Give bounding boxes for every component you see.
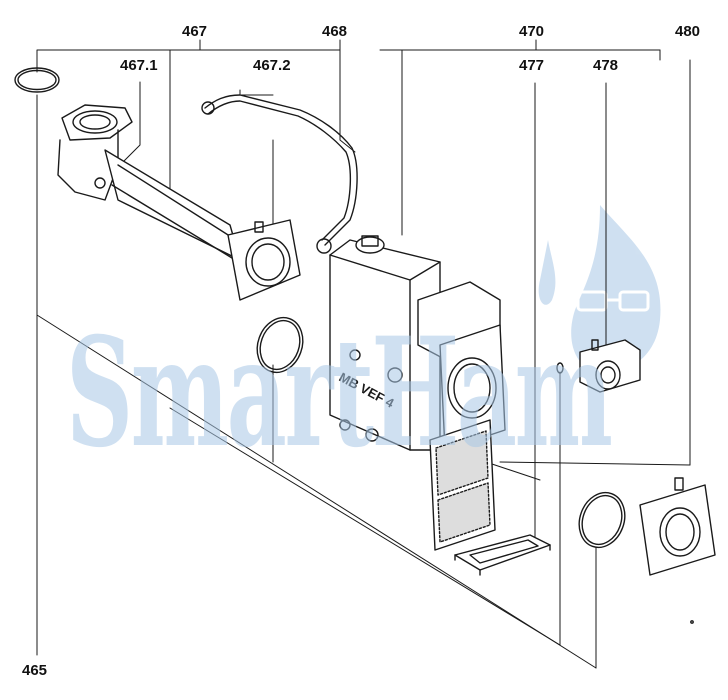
flange-480 — [639, 477, 716, 624]
label-467-2: 467.2 — [253, 57, 291, 74]
pressure-sensor-478 — [579, 339, 641, 393]
label-477: 477 — [519, 57, 545, 74]
gas-tube-468 — [201, 94, 358, 254]
label-480: 480 — [675, 23, 701, 40]
label-467-1: 467.1 — [120, 57, 158, 74]
gasket-477 — [454, 534, 551, 576]
o-ring-465 — [14, 67, 60, 93]
gas-valve-470 — [329, 235, 506, 451]
watermark-text: SmartHam — [66, 305, 613, 481]
label-468: 468 — [322, 23, 348, 40]
filter-mesh — [429, 419, 496, 551]
intake-pipe-467 — [57, 104, 301, 301]
small-o-ring — [556, 362, 564, 374]
watermark-flame-icon — [538, 205, 661, 373]
label-467: 467 — [182, 23, 208, 40]
label-465: 465 — [22, 662, 48, 679]
label-478: 478 — [593, 57, 619, 74]
o-ring-lower — [578, 491, 626, 549]
label-470: 470 — [519, 23, 545, 40]
label-leader-lines — [36, 39, 691, 669]
o-ring-mid — [256, 316, 304, 374]
